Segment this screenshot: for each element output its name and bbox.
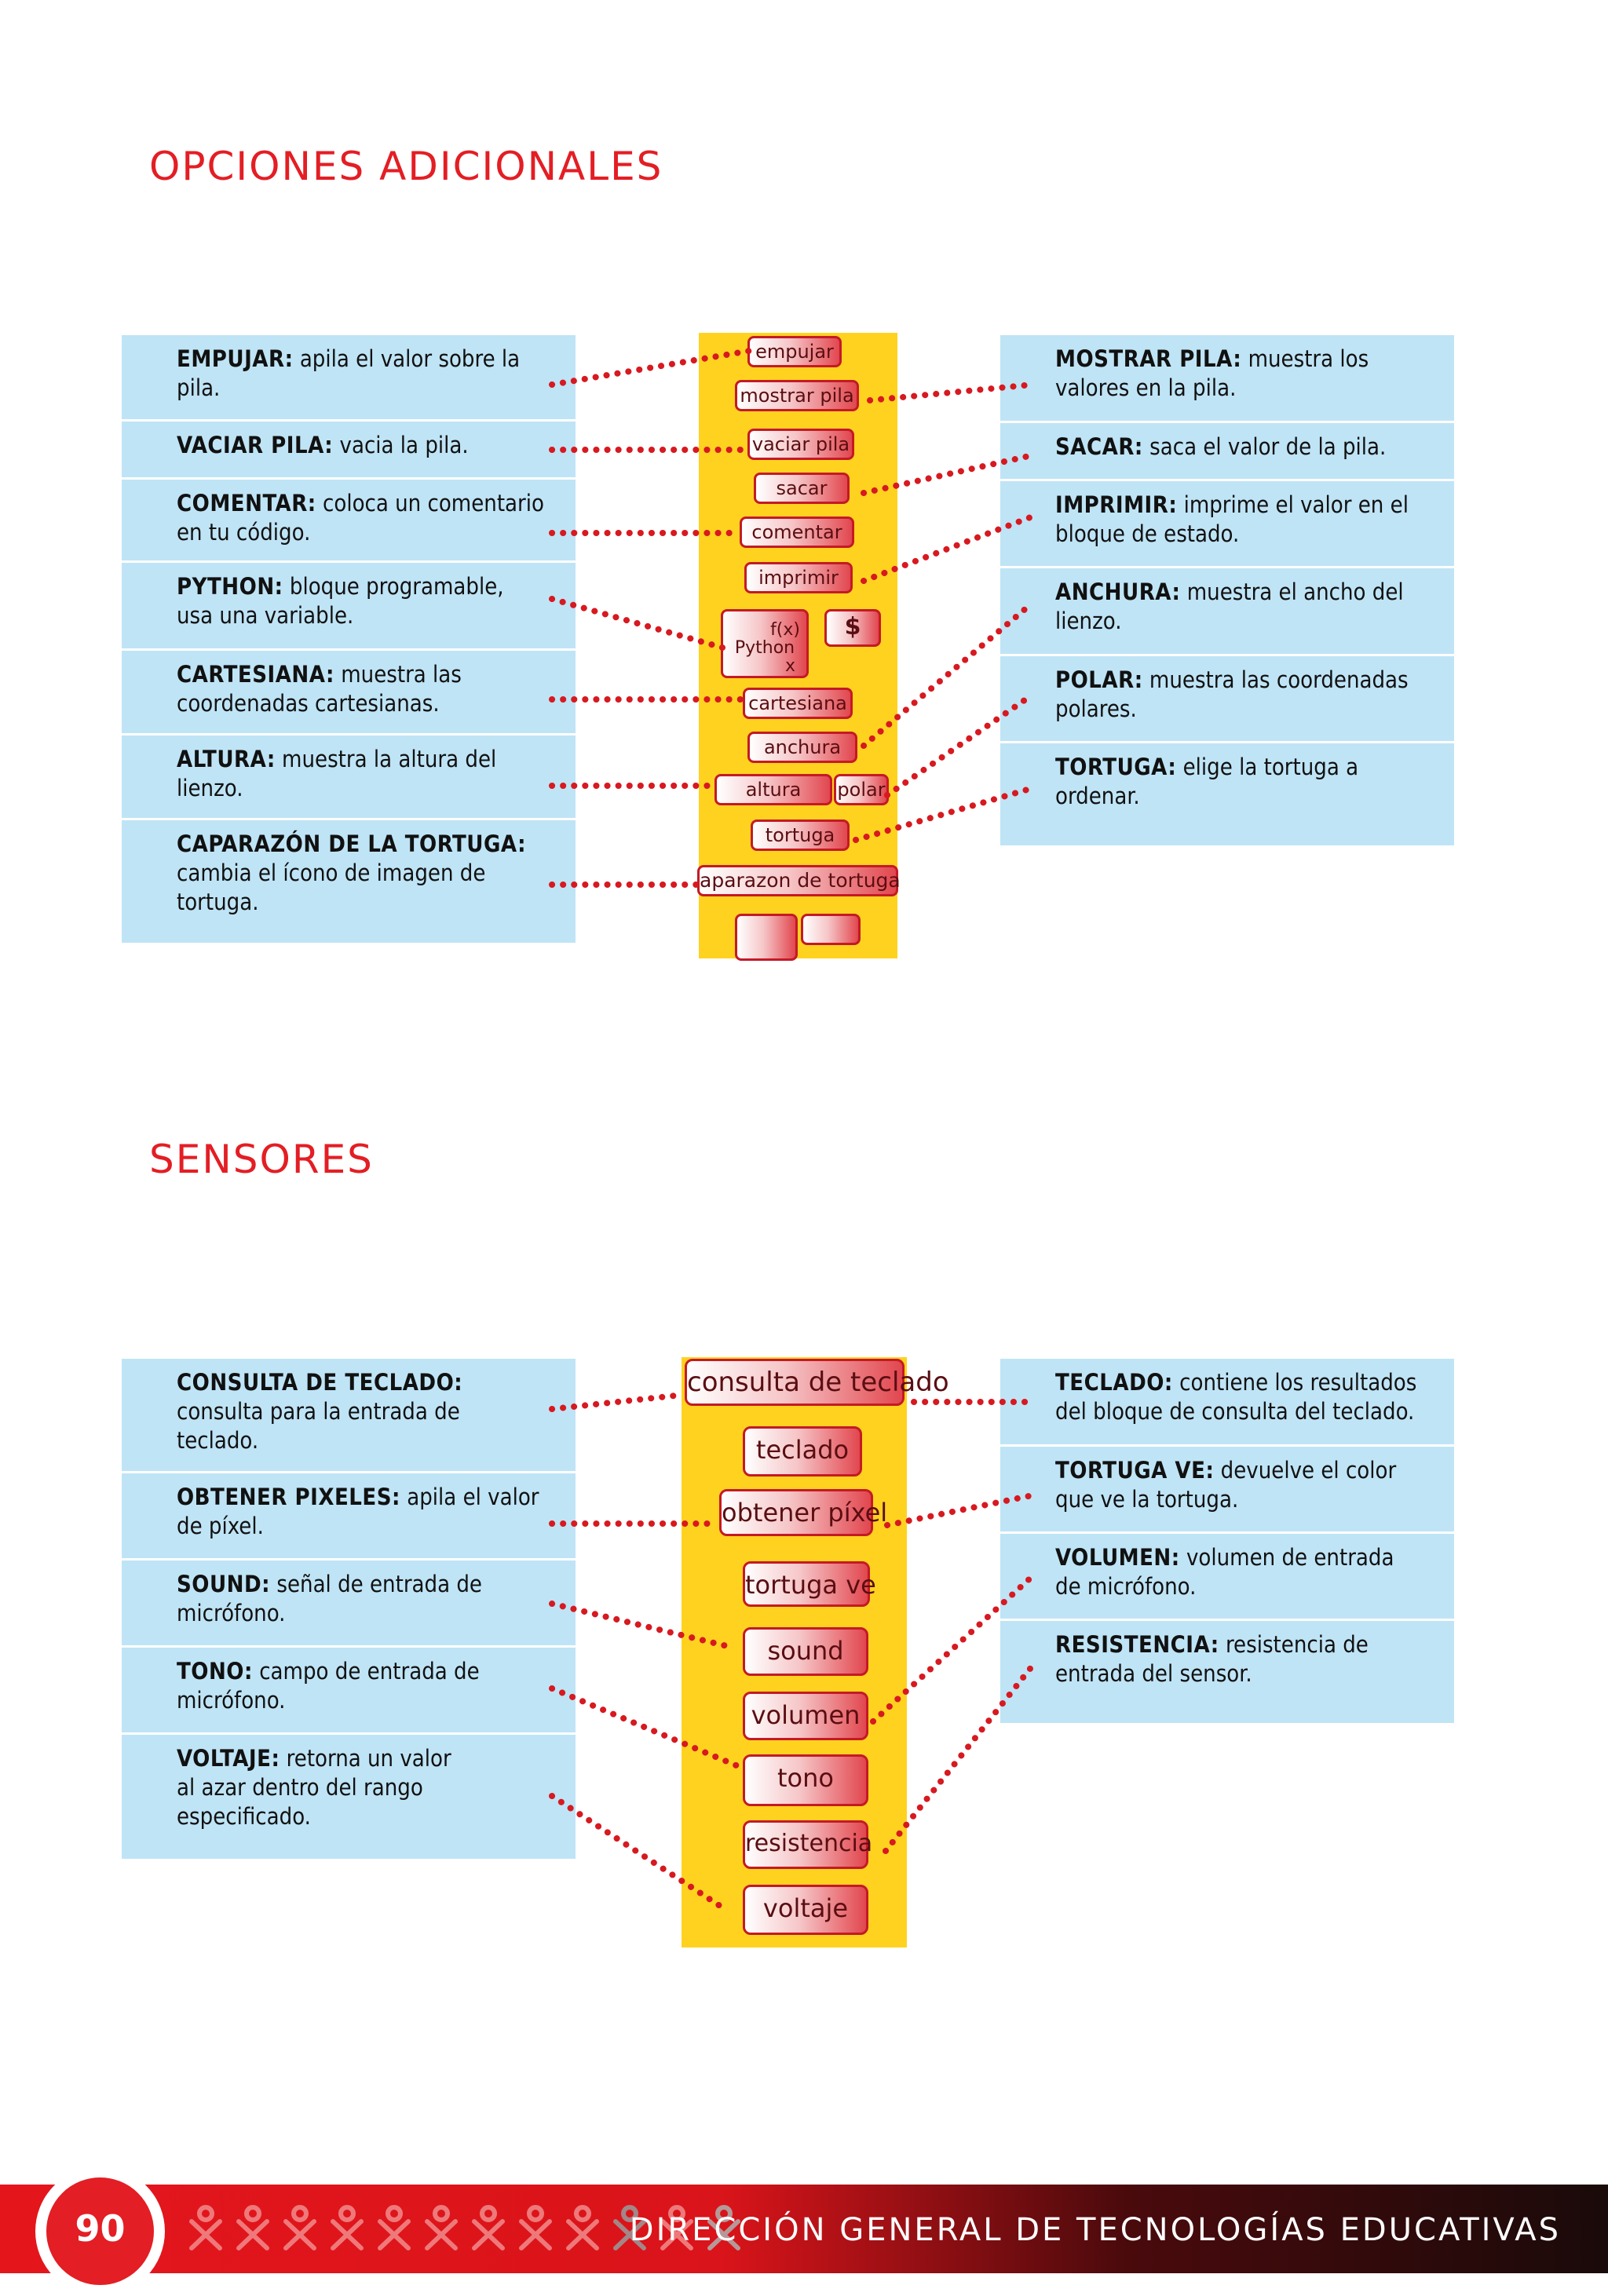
block-vaciar-pila[interactable]: vaciar pila [747,429,854,460]
block-sound[interactable]: sound [743,1627,868,1676]
desc-empujar: EMPUJAR: apila el valor sobre la pila. [122,335,576,422]
connector-imprimir [861,513,1036,584]
desc-tortuga: TORTUGA: elige la tortuga a ordenar. [1000,743,1454,845]
block-tortuga[interactable]: tortuga [751,819,850,851]
connector-polar [884,692,1036,798]
additional-blocks-palette: empujar mostrar pila vaciar pila sacar c… [697,333,901,961]
connector-anchura [861,600,1036,749]
desc-tortuga-ve: TORTUGA VE: devuelve el color que ve la … [1000,1447,1454,1534]
connector-consulta-teclado [549,1393,678,1412]
block-teclado[interactable]: teclado [743,1426,862,1477]
desc-mostrar-pila: MOSTRAR PILA: muestra los valores en la … [1000,335,1454,423]
block-empujar[interactable]: empujar [747,336,842,367]
sensors-left-column: CONSULTA DE TECLADO: consulta para la en… [122,1359,576,1859]
block-voltaje[interactable]: voltaje [743,1885,868,1935]
block-consulta-teclado[interactable]: consulta de teclado [685,1359,949,1406]
connector-empujar [549,347,757,388]
page-number-badge: 90 [35,2166,165,2296]
desc-sound: SOUND: señal de entrada de micrófono. [122,1560,576,1648]
additional-left-column: EMPUJAR: apila el valor sobre la pila. V… [122,335,576,943]
connector-sacar [861,452,1036,496]
connector-python [549,596,725,651]
block-comentar[interactable]: comentar [740,517,854,548]
desc-voltaje: VOLTAJE: retorna un valor al azar dentro… [122,1735,576,1859]
block-polar[interactable]: polar [834,774,889,805]
footer-figures-decoration [189,2205,740,2250]
block-extra-1[interactable] [735,914,798,961]
block-cartesiana[interactable]: cartesiana [743,688,853,719]
connector-tono [549,1685,741,1769]
connector-tortuga [853,785,1036,843]
block-altura[interactable]: altura [714,774,832,805]
python-x-label: x [784,656,795,676]
desc-comentar: COMENTAR: coloca un comentario en tu cód… [122,480,576,563]
connector-sound [549,1601,733,1650]
desc-polar: POLAR: muestra las coordenadas polares. [1000,656,1454,743]
connector-resistencia [883,1663,1036,1854]
block-imprimir[interactable]: imprimir [744,562,853,593]
additional-right-column: MOSTRAR PILA: muestra los valores en la … [1000,335,1454,845]
python-label: Python [734,638,795,658]
section-title-sensors: SENSORES [149,1137,374,1182]
section-title-additional: OPCIONES ADICIONALES [149,144,663,189]
connector-volumen [870,1573,1036,1725]
desc-volumen: VOLUMEN: volumen de entrada de micrófono… [1000,1534,1454,1621]
desc-consulta-teclado: CONSULTA DE TECLADO: consulta para la en… [122,1359,576,1473]
desc-sacar: SACAR: saca el valor de la pila. [1000,423,1454,481]
desc-resistencia: RESISTENCIA: resistencia de entrada del … [1000,1621,1454,1723]
sensors-right-column: TECLADO: contiene los resultados del blo… [1000,1359,1454,1723]
connector-mostrar-pila [867,381,1036,403]
footer-institution: DIRECCIÓN GENERAL DE TECNOLOGÍAS EDUCATI… [629,2212,1561,2248]
desc-anchura: ANCHURA: muestra el ancho del lienzo. [1000,568,1454,656]
connector-voltaje [549,1793,725,1911]
block-sacar[interactable]: sacar [754,473,850,504]
block-resistencia[interactable]: resistencia [743,1820,872,1869]
desc-cartesiana: CARTESIANA: muestra las coordenadas cart… [122,651,576,736]
desc-altura: ALTURA: muestra la altura del lienzo. [122,736,576,820]
block-volumen[interactable]: volumen [743,1692,868,1740]
desc-tono: TONO: campo de entrada de micrófono. [122,1648,576,1735]
connector-tortuga-ve [884,1492,1036,1528]
block-tortuga-ve[interactable]: tortuga ve [743,1561,876,1607]
desc-caparazon: CAPARAZÓN DE LA TORTUGA: cambia el ícono… [122,820,576,943]
desc-imprimir: IMPRIMIR: imprime el valor en el bloque … [1000,481,1454,568]
footer-bar [0,2185,1608,2273]
desc-vaciar-pila: VACIAR PILA: vacia la pila. [122,422,576,480]
block-python[interactable]: f(x) Python x [721,609,809,678]
block-anchura[interactable]: anchura [747,732,857,763]
page-number: 90 [75,2207,126,2250]
desc-teclado: TECLADO: contiene los resultados del blo… [1000,1359,1454,1447]
desc-python: PYTHON: bloque programable, usa una vari… [122,563,576,651]
block-dollar[interactable]: $ [824,609,881,647]
desc-obtener-pixeles: OBTENER PIXELES: apila el valor de píxel… [122,1473,576,1560]
block-extra-2[interactable] [801,914,861,945]
python-fx-label: f(x) [770,620,800,640]
block-mostrar-pila[interactable]: mostrar pila [735,380,859,411]
sensors-blocks-palette: consulta de teclado teclado obtener píxe… [682,1357,949,1947]
block-tono[interactable]: tono [743,1754,868,1806]
block-obtener-pixel[interactable]: obtener píxel [719,1489,887,1536]
block-caparazon[interactable]: aparazon de tortuga [697,865,901,896]
